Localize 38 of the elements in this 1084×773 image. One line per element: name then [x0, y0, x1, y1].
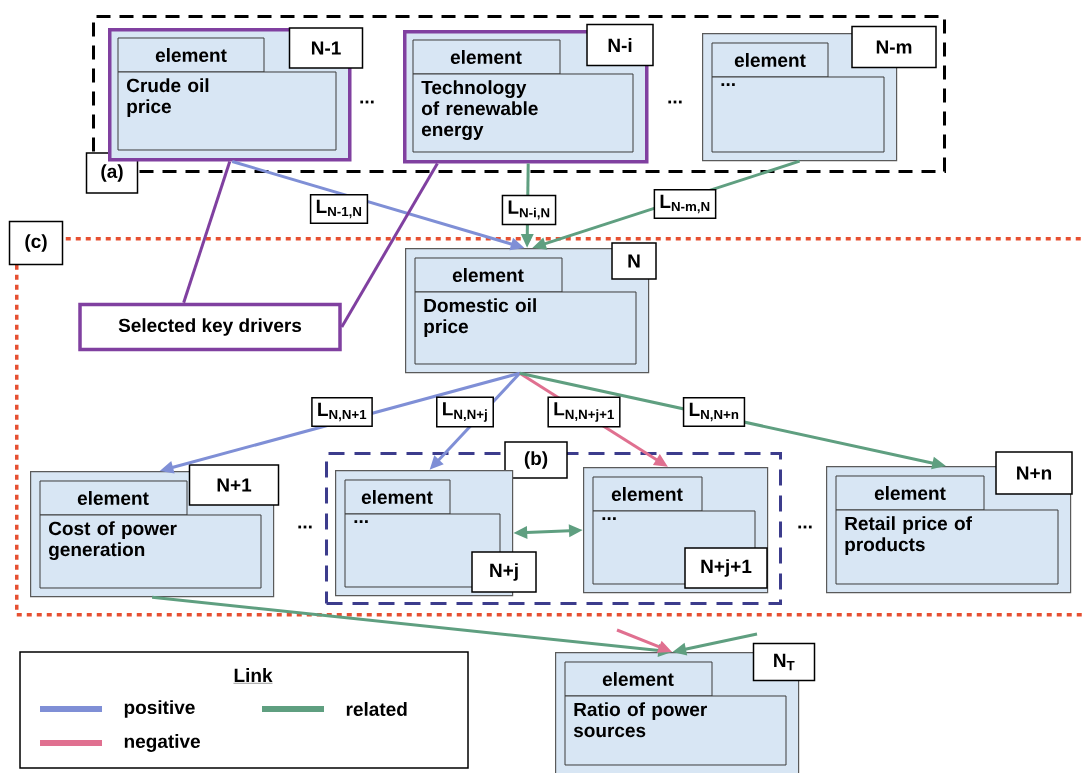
callout-box: Selected key drivers [78, 302, 342, 352]
group-tag: (b) [504, 441, 568, 479]
edge-label: L$_{N-m,N}$ [653, 189, 717, 219]
ellipsis: ... [798, 525, 812, 529]
element-tab: element [39, 480, 188, 516]
id-tag: N+n [995, 451, 1073, 495]
element-tab: element [592, 476, 703, 512]
edge-label: L$_{N,N+j}$ [436, 396, 494, 428]
id-tag: N-m [851, 25, 937, 69]
legend-label: related [346, 702, 407, 716]
id-tag: N-i [586, 23, 654, 67]
id-tag: N+1 [188, 464, 280, 506]
group-tag: (c) [8, 220, 64, 266]
ellipsis: ... [298, 525, 312, 529]
id-tag: N [611, 242, 657, 280]
edge-label: L$_{N,N+j+1}$ [547, 396, 621, 428]
element-tab: element [412, 39, 561, 75]
legend-title: Link [233, 668, 273, 684]
id-tag: N+j [471, 551, 537, 593]
edge-label: L$_{N-i,N}$ [501, 194, 557, 226]
connector-line [182, 161, 232, 304]
ellipsis: ... [360, 100, 374, 104]
id-tag: N+j+1 [684, 547, 768, 589]
element-tab: element [344, 479, 451, 515]
edge-label: L$_{N,N+1}$ [311, 397, 373, 427]
edge-label: L$_{N,N+n}$ [682, 397, 746, 427]
element-tab: element [414, 257, 563, 293]
edge-label: L$_{N-1,N}$ [309, 194, 369, 224]
element-tab: element [117, 37, 265, 73]
element-tab: element [711, 42, 829, 78]
ellipsis: ... [668, 100, 682, 104]
element-tab: element [835, 475, 985, 511]
id-tag: N-1 [288, 27, 364, 69]
element-tab: element [564, 661, 713, 697]
legend-label: positive [124, 700, 195, 718]
id-tag: N$_{T}$ [752, 642, 816, 682]
connector-line [340, 162, 439, 328]
legend-label: negative [124, 734, 200, 752]
